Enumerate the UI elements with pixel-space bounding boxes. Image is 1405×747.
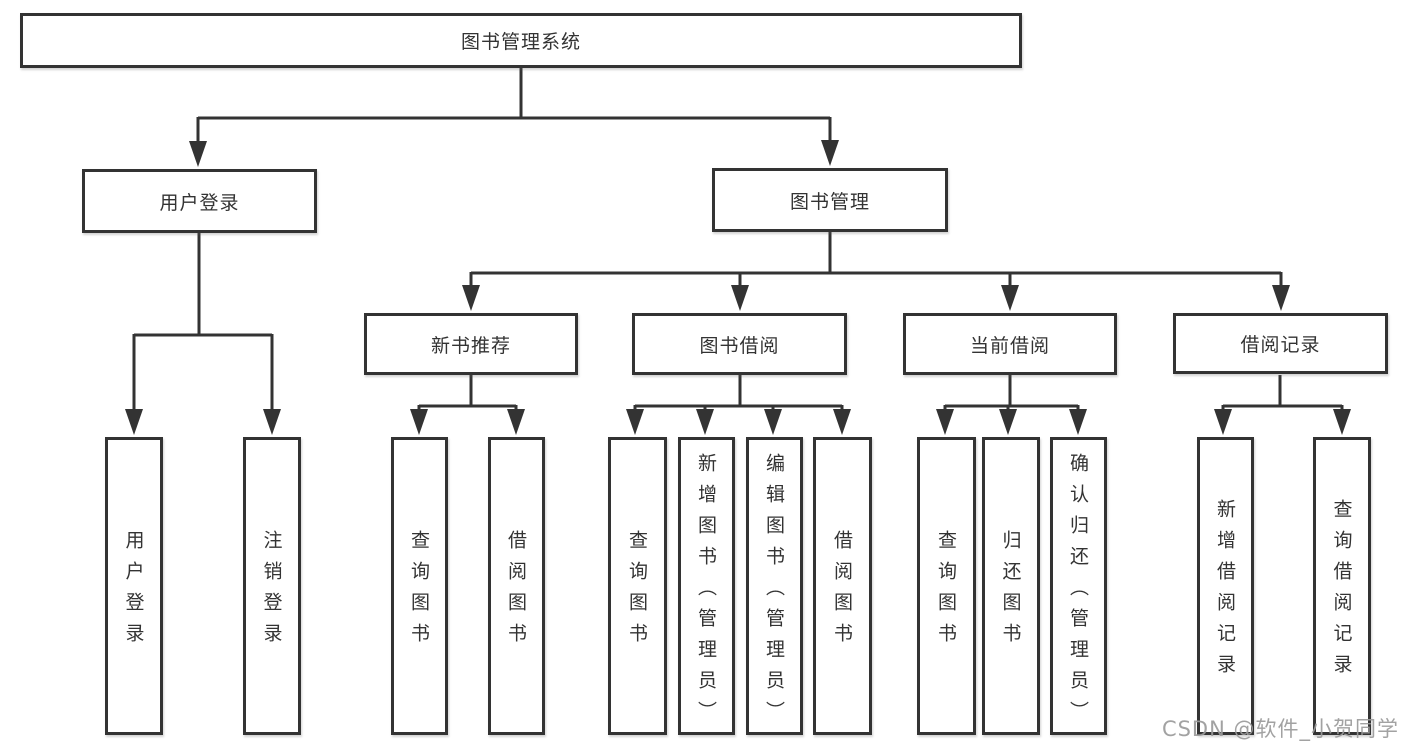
leaf-confirm-return-admin-label: 确认归还（管理员） [1067, 452, 1089, 732]
node-book-management: 图书管理 [712, 168, 948, 232]
leaf-recommend-query-books-label: 查询图书 [408, 530, 430, 654]
node-book-borrow: 图书借阅 [632, 313, 847, 375]
node-new-book-recommend: 新书推荐 [364, 313, 578, 375]
watermark: CSDN @软件_小贺同学 [1161, 717, 1399, 741]
node-book-management-label: 图书管理 [789, 190, 870, 213]
leaf-edit-books-admin-label: 编辑图书（管理员） [763, 452, 785, 732]
node-borrow-records: 借阅记录 [1173, 313, 1388, 374]
leaf-recommend-query-books: 查询图书 [391, 437, 448, 735]
leaf-add-books-admin: 新增图书（管理员） [678, 437, 735, 735]
node-root-system: 图书管理系统 [20, 13, 1022, 68]
node-user-login: 用户登录 [82, 169, 317, 233]
leaf-add-borrow-record-label: 新增借阅记录 [1214, 499, 1236, 685]
node-user-login-label: 用户登录 [159, 191, 240, 214]
leaf-borrow-books: 借阅图书 [813, 437, 872, 735]
leaf-query-borrow-record: 查询借阅记录 [1313, 437, 1371, 735]
node-current-borrow: 当前借阅 [903, 313, 1117, 375]
node-book-borrow-label: 图书借阅 [699, 334, 780, 357]
node-current-borrow-label: 当前借阅 [969, 334, 1050, 357]
leaf-user-login: 用户登录 [105, 437, 163, 735]
leaf-return-books-label: 归还图书 [999, 530, 1022, 654]
leaf-return-books: 归还图书 [982, 437, 1040, 735]
arrowheads [125, 140, 1351, 435]
leaf-current-query-books: 查询图书 [917, 437, 976, 735]
leaf-recommend-borrow-books: 借阅图书 [488, 437, 545, 735]
leaf-borrow-query-books: 查询图书 [608, 437, 667, 735]
leaf-logout: 注销登录 [243, 437, 301, 735]
node-borrow-records-label: 借阅记录 [1240, 334, 1321, 356]
leaf-add-books-admin-label: 新增图书（管理员） [695, 452, 717, 732]
leaf-edit-books-admin: 编辑图书（管理员） [746, 437, 803, 735]
leaf-add-borrow-record: 新增借阅记录 [1197, 437, 1254, 735]
node-new-book-recommend-label: 新书推荐 [430, 334, 511, 357]
leaf-confirm-return-admin: 确认归还（管理员） [1050, 437, 1107, 735]
leaf-user-login-label: 用户登录 [122, 530, 145, 654]
leaf-recommend-borrow-books-label: 借阅图书 [505, 530, 527, 654]
leaf-query-borrow-record-label: 查询借阅记录 [1330, 499, 1353, 685]
leaf-borrow-query-books-label: 查询图书 [626, 530, 648, 654]
leaf-logout-label: 注销登录 [260, 530, 283, 654]
leaf-borrow-books-label: 借阅图书 [831, 530, 853, 654]
leaf-current-query-books-label: 查询图书 [935, 530, 957, 654]
node-root-label: 图书管理系统 [460, 31, 581, 53]
